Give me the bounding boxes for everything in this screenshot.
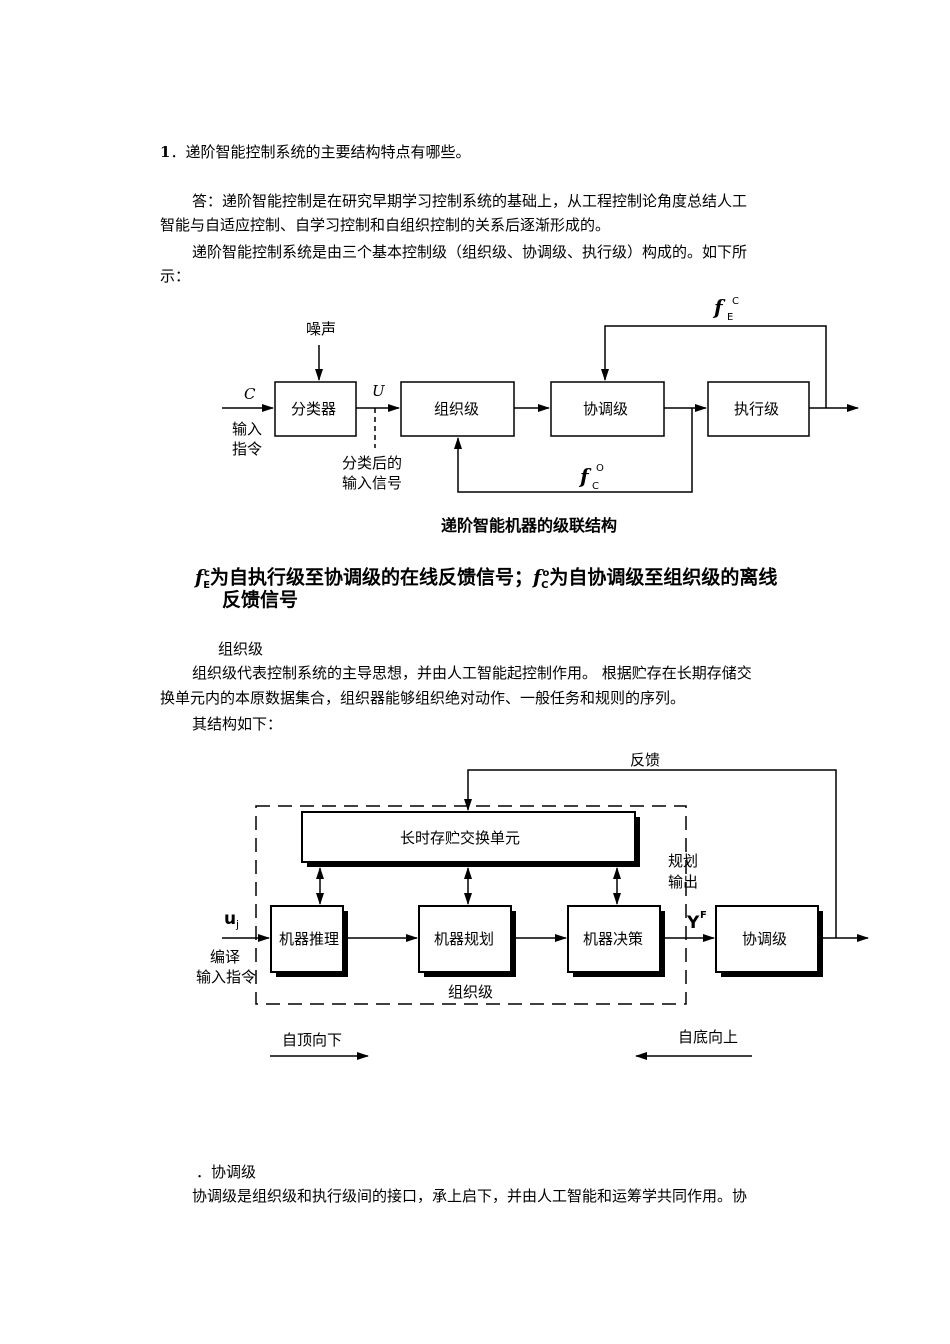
yf-sup: F <box>700 910 707 921</box>
org-line1: 组织级代表控制系统的主导思想，并由人工智能起控制作用。 根据贮存在长期存储交 <box>192 664 752 682</box>
cascade-structure-diagram: 噪声 C U 输入 指令 分类器 分类后的 输入信号 组织级 协调级 执行级 f… <box>222 295 859 493</box>
org2-label: 组织级 <box>448 983 493 1001</box>
f-c-sup: O <box>596 463 604 474</box>
feedback-loop <box>464 769 837 938</box>
planning-label: 机器规划 <box>434 930 494 948</box>
input-cmd-label-2: 指令 <box>232 440 262 458</box>
answer-p1-line2: 智能与自适应控制、自学习控制和自组织控制的关系后逐渐形成的。 <box>160 216 611 234</box>
classified-label-1: 分类后的 <box>342 454 402 472</box>
online-feedback-loop <box>601 325 827 408</box>
classified-label-2: 输入信号 <box>342 474 402 492</box>
feedback-note-line2: 反馈信号 <box>222 589 299 611</box>
noise-label: 噪声 <box>306 320 336 338</box>
org-line2: 换单元内的本原数据集合，组织器能够组织绝对动作、一般任务和规则的序列。 <box>160 689 686 707</box>
org-label: 组织级 <box>434 400 479 418</box>
compiled-label-1: 编译 <box>210 948 240 966</box>
organization-level-diagram: 反馈 长时存贮交换单元 规划 输出 u j Y F 机器推理 机器规划 机器决策… <box>196 751 869 1060</box>
machine-decision-box <box>567 905 661 973</box>
decision-label: 机器决策 <box>583 930 643 948</box>
figure1-caption: 递阶智能机器的级联结构 <box>441 516 618 535</box>
lts-label: 长时存贮交换单元 <box>400 829 520 847</box>
f-c-symbol: f <box>578 464 592 488</box>
plan-out-label-1: 规划 <box>668 852 698 870</box>
uj-label: u <box>224 909 236 929</box>
org-line3: 其结构如下： <box>192 715 283 733</box>
machine-reasoning-box <box>270 905 344 973</box>
execution-level-box <box>707 381 810 437</box>
coord-line1: 协调级是组织级和执行级间的接口，承上启下，并由人工智能和运筹学共同作用。协 <box>192 1187 748 1205</box>
feedback-note-line1: fEc为自执行级至协调级的在线反馈信号；fCo为自协调级至组织级的离线 <box>195 566 778 592</box>
org-heading: 组织级 <box>218 640 264 658</box>
coordination-level-box <box>550 381 665 437</box>
coord-label: 协调级 <box>583 400 628 418</box>
coord-heading: ．协调级 <box>196 1163 257 1181</box>
reasoning-label: 机器推理 <box>279 930 339 948</box>
coordination-box <box>715 905 819 973</box>
f-e-sup: C <box>732 296 739 307</box>
u-label: U <box>372 382 386 400</box>
answer-p1-line1: 答：递阶智能控制是在研究早期学习控制系统的基础上，从工程控制论角度总结人工 <box>192 192 748 210</box>
compiled-label-2: 输入指令 <box>196 968 256 986</box>
answer-p2-line2: 示： <box>160 267 191 285</box>
c-label: C <box>244 385 256 403</box>
f-e-symbol: f <box>712 295 726 319</box>
yf-label: Y <box>686 913 700 933</box>
uj-sub: j <box>235 918 239 931</box>
question-1: 1．递阶智能控制系统的主要结构特点有哪些。 <box>160 143 471 161</box>
exec-label: 执行级 <box>734 400 779 418</box>
classifier-box <box>274 381 357 437</box>
note-sym1: f <box>195 566 204 589</box>
note-sym2: f <box>532 566 542 589</box>
question-number: 1 <box>160 143 171 161</box>
f-c-sub: C <box>592 481 599 492</box>
long-term-storage-box <box>301 811 636 863</box>
bottom-up-label: 自底向上 <box>678 1028 738 1046</box>
plan-out-label-2: 输出 <box>668 873 698 891</box>
answer-p2-line1: 递阶智能控制系统是由三个基本控制级（组织级、协调级、执行级）构成的。如下所 <box>192 243 748 261</box>
classifier-label: 分类器 <box>291 400 336 418</box>
question-text: 递阶智能控制系统的主要结构特点有哪些。 <box>185 143 471 161</box>
input-cmd-label-1: 输入 <box>232 420 262 438</box>
coord2-label: 协调级 <box>742 930 787 948</box>
machine-planning-box <box>418 905 512 973</box>
top-down-label: 自顶向下 <box>282 1031 342 1049</box>
feedback-label: 反馈 <box>630 751 660 769</box>
organization-boundary <box>255 805 687 1005</box>
organization-level-box <box>400 381 515 437</box>
offline-feedback-loop <box>454 408 693 493</box>
f-e-sub: E <box>727 312 733 323</box>
